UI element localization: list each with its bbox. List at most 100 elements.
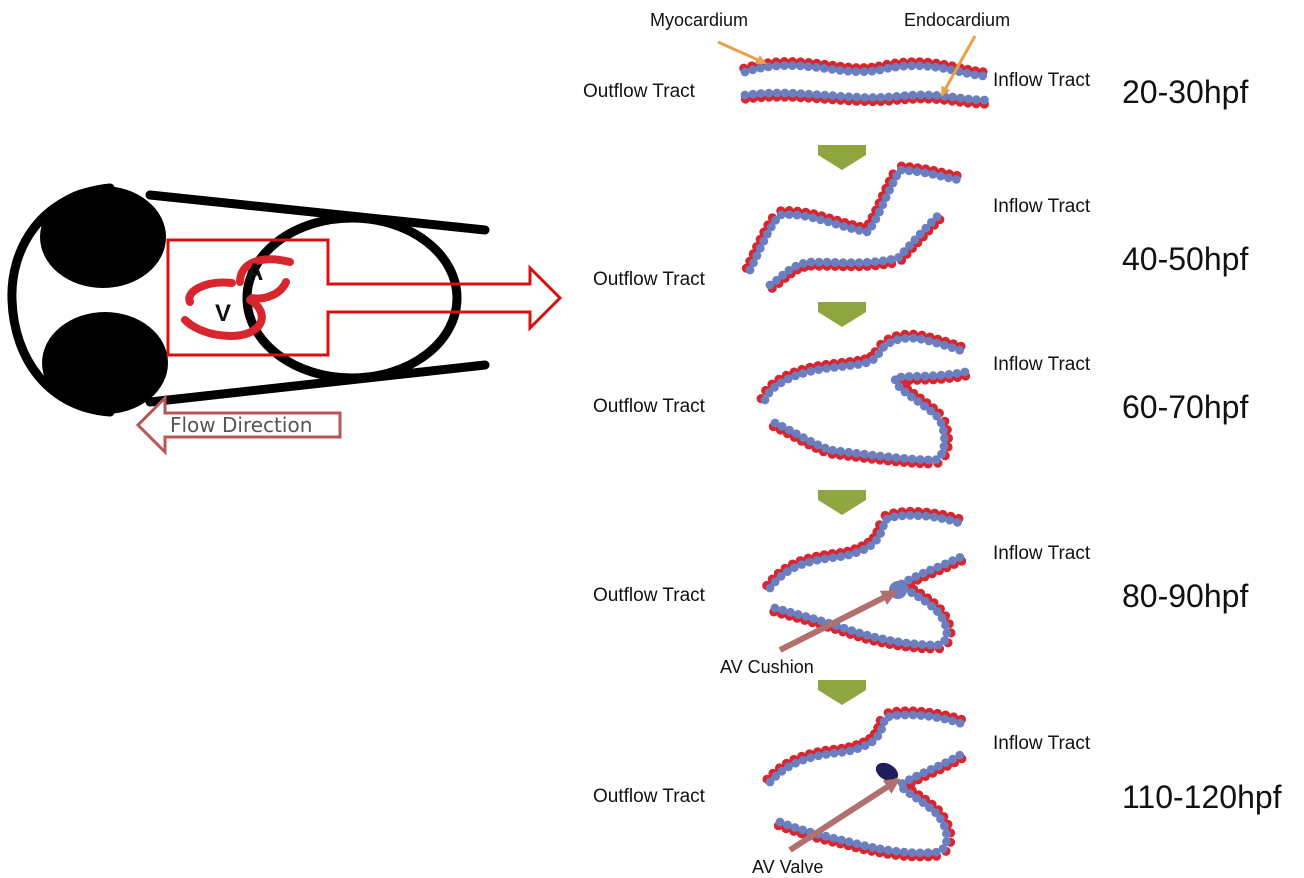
endocardium-bead (878, 200, 888, 210)
endocardium-bead (822, 257, 832, 267)
endocardium-bead (748, 89, 758, 99)
endocardium-bead (936, 418, 946, 428)
endocardium-bead (820, 554, 830, 564)
inflow-label-stage-4: Inflow Tract (993, 543, 1091, 564)
endocardium-bead (860, 741, 870, 751)
endocardium-bead (960, 367, 970, 377)
endocardium-bead (955, 553, 965, 562)
endocardium-bead (923, 455, 933, 465)
endocardium-bead (868, 843, 877, 852)
endocardium-bead (876, 93, 886, 102)
endocardium-bead (852, 839, 862, 849)
endocardium-bead (816, 215, 825, 225)
endocardium-bead (925, 640, 935, 650)
endocardium-bead (888, 178, 898, 188)
endocardium-bead (914, 592, 923, 602)
av-valve-label: AV Valve (752, 857, 823, 877)
endocardium-bead (792, 210, 802, 220)
endocardium-bead (917, 640, 927, 649)
endocardium-bead (777, 422, 787, 431)
endocardium-bead (847, 224, 856, 233)
endocardium-bead (806, 753, 815, 763)
endocardium-bead (770, 418, 780, 428)
endocardium-bead (749, 258, 758, 268)
endocardium-bead (766, 222, 776, 232)
endocardium-bead (780, 88, 790, 98)
endocardium-bead (908, 90, 918, 100)
endocardium-bead (772, 275, 781, 285)
endocardium-bead (800, 211, 810, 221)
endocardium-bead (926, 406, 936, 416)
endocardium-bead (941, 620, 950, 630)
endocardium-bead (940, 559, 950, 569)
endocardium-bead (845, 361, 855, 370)
heart-highlight-arrow (166, 238, 563, 357)
endocardium-bead (916, 711, 926, 720)
endocardium-bead (881, 193, 891, 202)
endocardium-bead (819, 64, 829, 73)
endocardium-bead (927, 601, 936, 611)
endocardium-bead (861, 358, 871, 368)
endocardium-bead (777, 766, 787, 776)
endocardium-bead (798, 259, 808, 268)
heart-tube-stage-2-beads (741, 161, 962, 293)
endocardium-bead (923, 61, 932, 71)
endocardium-bead (783, 374, 793, 384)
endocardium-bead (799, 433, 808, 442)
endocardium-bead (868, 93, 878, 102)
endocardium-bead (904, 372, 914, 381)
endocardium-bead (812, 555, 822, 565)
endocardium-bead (893, 637, 903, 647)
endocardium-bead (940, 636, 950, 645)
endocardium-bead (770, 383, 779, 392)
endocardium-bead (907, 61, 916, 71)
endocardium-bead (783, 820, 792, 830)
endocardium-bead (854, 258, 864, 267)
endocardium-bead (936, 171, 946, 181)
endocardium-bead (915, 229, 925, 239)
endocardium-bead (940, 340, 949, 350)
endocardium-bead (784, 210, 794, 220)
stage-5: Outflow Tract Inflow Tract 110-120hpf AV… (593, 706, 1282, 877)
endocardium-bead (948, 92, 957, 102)
stage-1: Outflow Tract Inflow Tract 20-30hpf Myoc… (583, 10, 1248, 110)
endocardium-bead (894, 253, 903, 262)
stage-time-4: 80-90hpf (1122, 578, 1248, 614)
endocardium-bead (821, 831, 831, 841)
endocardium-label: Endocardium (904, 10, 1010, 30)
av-cushion-label: AV Cushion (720, 657, 814, 677)
endocardium-bead (921, 511, 931, 521)
endocardium-bead (783, 567, 792, 576)
endocardium-bead (860, 93, 870, 102)
endocardium-bead (835, 66, 845, 75)
endocardium-bead (918, 798, 928, 808)
endocardium-bead (896, 372, 906, 382)
endocardium-bead (814, 365, 823, 375)
endocardium-bead (871, 214, 881, 224)
endocardium-bead (923, 848, 933, 858)
endocardium-bead (756, 63, 765, 73)
endocardium-bead (791, 758, 800, 768)
endocardium-bead (928, 170, 938, 179)
endocardium-bead (764, 88, 774, 98)
endocardium-bead (868, 450, 877, 460)
endocardium-bead (940, 714, 950, 724)
endocardium-bead (814, 257, 824, 267)
endocardium-bead (940, 434, 949, 443)
endocardium-bead (948, 716, 957, 726)
endocardium-bead (837, 747, 847, 757)
endocardium-bead (905, 241, 914, 251)
endocardium-bead (793, 610, 803, 619)
ventricle-label: V (215, 300, 231, 327)
stage-time-2: 40-50hpf (1122, 241, 1248, 277)
endocardium-bead (905, 511, 915, 520)
endocardium-bead (844, 92, 854, 102)
endocardium-bead (796, 89, 806, 98)
outflow-label-stage-1: Outflow Tract (583, 81, 696, 102)
endocardium-bead (785, 425, 794, 435)
endocardium-bead (844, 550, 853, 560)
endocardium-bead (921, 223, 931, 233)
endocardium-bead (894, 382, 904, 392)
endocardium-bead (798, 825, 808, 835)
endocardium-bead (821, 750, 831, 759)
